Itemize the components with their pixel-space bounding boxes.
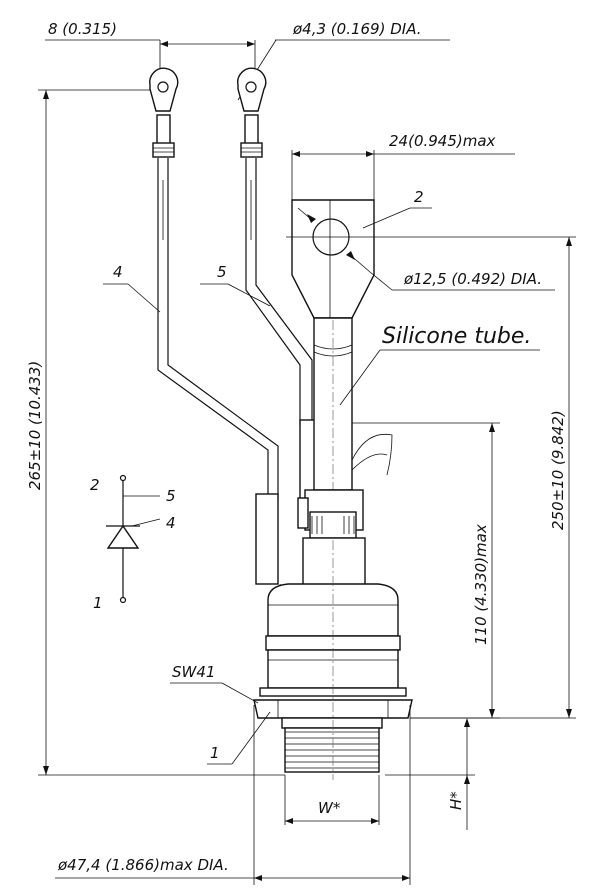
base-diameter-dimension: ø47,4 (1.866)max DIA. — [55, 705, 411, 885]
silicone-tube: Silicone tube. — [313, 317, 540, 491]
big-hole-label: ø12,5 (0.492) DIA. — [403, 270, 542, 288]
callout-1: 1 — [207, 711, 271, 765]
silicone-tube-label: Silicone tube. — [382, 324, 531, 349]
small-hole-label: ø4,3 (0.169) DIA. — [292, 20, 422, 38]
terminal-width-label: 24(0.945)max — [389, 132, 496, 150]
callout-5: 5 — [200, 263, 271, 307]
thyristor-symbol: 2 5 4 1 — [90, 474, 176, 612]
callout-5-label: 5 — [217, 263, 227, 281]
thread-width-dimension: W* — [284, 775, 380, 825]
lug-spacing-label: 8 (0.315) — [48, 20, 117, 38]
callout-1-label: 1 — [210, 744, 220, 762]
base-diameter-label: ø47,4 (1.866)max DIA. — [57, 856, 229, 874]
wrench-size-callout: SW41 — [170, 663, 259, 704]
symbol-terminal-1: 1 — [93, 594, 103, 612]
thread-width-label: W* — [318, 799, 341, 817]
overall-length-dimension: 265±10 (10.433) — [26, 89, 285, 776]
main-terminal: ø12,5 (0.492) DIA. — [291, 199, 555, 319]
terminal-width-dimension: 24(0.945)max — [291, 132, 515, 200]
small-hole-dimension: ø4,3 (0.169) DIA. — [237, 20, 450, 101]
symbol-terminal-4: 4 — [166, 514, 176, 532]
symbol-terminal-2: 2 — [90, 476, 100, 494]
callout-2: 2 — [362, 188, 432, 229]
callout-4: 4 — [103, 263, 161, 313]
thread-height-dimension: H* — [385, 718, 475, 830]
lead-wire-4 — [157, 158, 284, 599]
body-height-dimension: 110 (4.330)max — [352, 422, 500, 719]
symbol-terminal-5: 5 — [166, 487, 176, 505]
callout-4-label: 4 — [113, 263, 123, 281]
lug-left — [149, 67, 179, 158]
body-height-label: 110 (4.330)max — [472, 524, 490, 645]
overall-length-label: 265±10 (10.433) — [26, 361, 44, 490]
callout-2-label: 2 — [414, 188, 424, 206]
thread-height-label: H* — [447, 791, 465, 810]
lug-spacing-dimension: 8 (0.315) — [45, 20, 256, 75]
wrench-size-label: SW41 — [172, 663, 215, 681]
main-length-label: 250±10 (9.842) — [549, 410, 567, 530]
device-body — [253, 489, 413, 780]
lug-right — [237, 67, 267, 158]
